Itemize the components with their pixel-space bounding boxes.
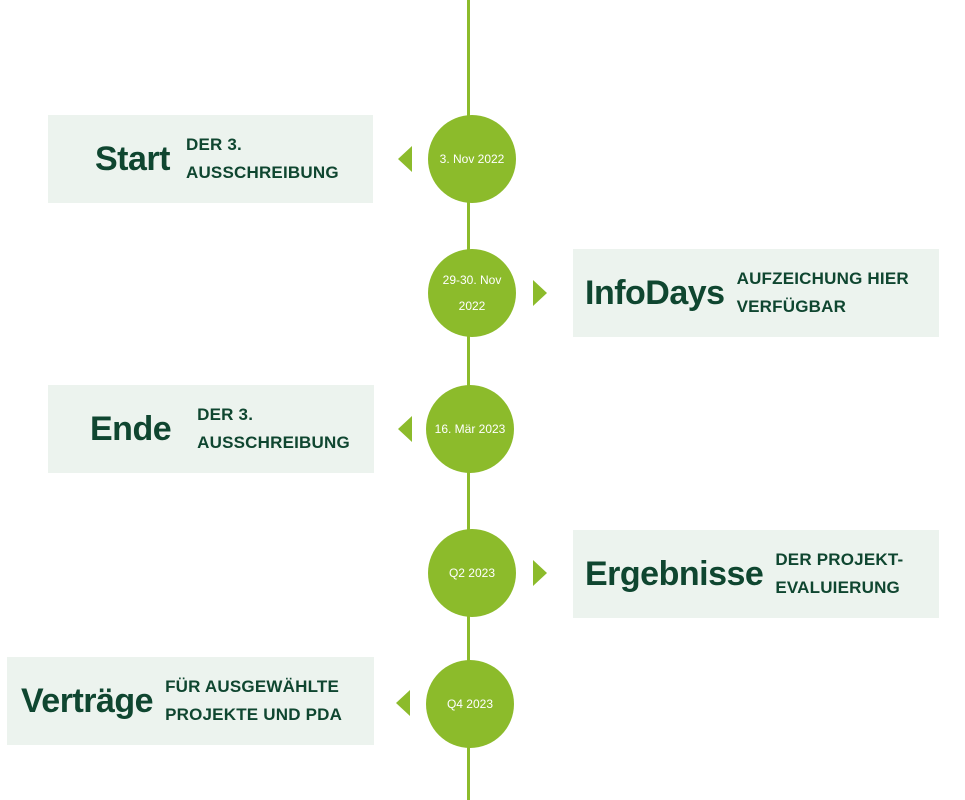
event-card-vertraege: Verträge FÜR AUSGEWÄHLTE PROJEKTE UND PD… bbox=[7, 657, 374, 745]
event-subtitle: DER 3. AUSSCHREIBUNG bbox=[197, 405, 350, 452]
date-node: 29-30. Nov 2022 bbox=[428, 249, 516, 337]
event-date: Q4 2023 bbox=[446, 697, 494, 711]
date-node: Q4 2023 bbox=[426, 660, 514, 748]
event-card-infodays: InfoDays AUFZEICHUNG HIER VERFÜGBAR bbox=[573, 249, 939, 337]
event-date: 3. Nov 2022 bbox=[439, 152, 505, 166]
event-title: Start bbox=[95, 139, 170, 178]
event-date: 29-30. Nov 2022 bbox=[442, 273, 502, 313]
event-subtitle: DER PROJEKT- EVALUIERUNG bbox=[775, 550, 904, 597]
event-card-ende: Ende DER 3. AUSSCHREIBUNG bbox=[48, 385, 374, 473]
event-date: 16. Mär 2023 bbox=[434, 422, 506, 436]
event-card-start: Start DER 3. AUSSCHREIBUNG bbox=[48, 115, 373, 203]
event-card-ergebnisse: Ergebnisse DER PROJEKT- EVALUIERUNG bbox=[573, 530, 939, 618]
event-subtitle: AUFZEICHUNG HIER VERFÜGBAR bbox=[736, 269, 909, 316]
event-subtitle: DER 3. AUSSCHREIBUNG bbox=[185, 135, 339, 182]
event-subtitle: FÜR AUSGEWÄHLTE PROJEKTE UND PDA bbox=[165, 677, 343, 724]
date-node: 16. Mär 2023 bbox=[426, 385, 514, 473]
date-node: Q2 2023 bbox=[428, 529, 516, 617]
arrow-right-icon bbox=[533, 280, 547, 306]
event-title: Ende bbox=[90, 409, 172, 448]
arrow-left-icon bbox=[398, 416, 412, 442]
arrow-right-icon bbox=[533, 560, 547, 586]
event-title: Ergebnisse bbox=[585, 554, 764, 593]
event-title: InfoDays bbox=[585, 273, 725, 312]
arrow-left-icon bbox=[398, 146, 412, 172]
arrow-left-icon bbox=[396, 690, 410, 716]
event-title: Verträge bbox=[21, 681, 154, 720]
date-node: 3. Nov 2022 bbox=[428, 115, 516, 203]
event-date: Q2 2023 bbox=[448, 566, 496, 580]
